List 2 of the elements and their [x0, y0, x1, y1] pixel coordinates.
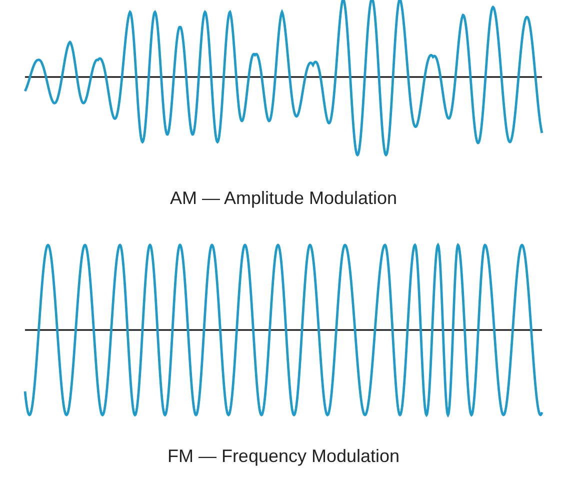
waveform-caption: AM — Amplitude Modulation	[168, 188, 398, 209]
waveform-caption: FM — Frequency Modulation	[166, 446, 401, 467]
